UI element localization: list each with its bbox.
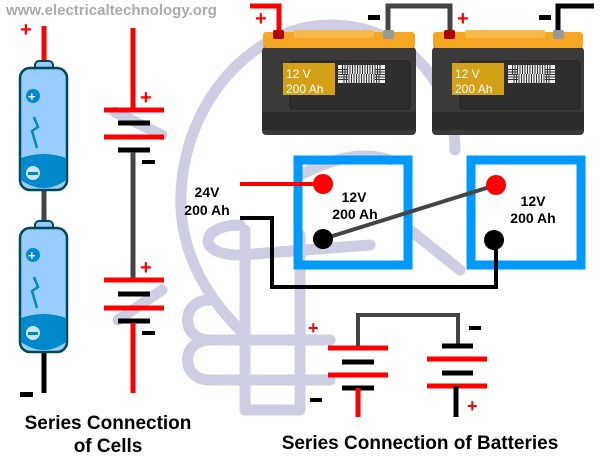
negative-terminal [313, 229, 333, 249]
battery-box-2 [466, 155, 586, 270]
symbol-minus-label [310, 398, 322, 402]
positive-terminal [313, 174, 333, 194]
box2-capacity: 200 Ah [510, 210, 555, 226]
negative-terminal [484, 230, 504, 250]
battery-symbol-icon [104, 277, 164, 324]
battery2-plus-label: + [457, 8, 469, 30]
battery-symbols: + + [308, 313, 487, 417]
battery1-minus-label [368, 15, 380, 20]
cell-symbols: + + [104, 28, 164, 393]
cell-battery-icon: + [18, 220, 69, 354]
watermark-text: www.electricaltechnology.org [5, 2, 217, 19]
symbol-minus-label [469, 326, 481, 330]
symbol-plus-label: + [140, 87, 152, 109]
battery2-voltage: 12 V [455, 67, 480, 81]
battery1-capacity: 200 Ah [286, 82, 323, 96]
battery2-minus-label [539, 15, 551, 20]
symbol-minus-label [142, 331, 155, 335]
battery2-capacity: 200 Ah [455, 82, 492, 96]
battery-symbol-icon [328, 345, 388, 391]
svg-text:+: + [28, 89, 36, 104]
cells-series: + + + [18, 19, 69, 397]
total-voltage: 24V [195, 184, 221, 200]
car-battery-icon: 12 V 200 Ah [262, 30, 416, 135]
battery1-voltage: 12 V [286, 67, 311, 81]
wiring-diagram: 24V 200 Ah 12V 200 Ah 12V 200 Ah [184, 155, 586, 289]
positive-terminal [486, 175, 506, 195]
symbol-plus-label: + [467, 396, 478, 416]
cell-minus-label [20, 392, 33, 397]
cell-battery-icon: + [18, 60, 69, 192]
batteries-caption: Series Connection of Batteries [282, 433, 559, 454]
box1-capacity: 200 Ah [332, 206, 377, 222]
car-battery-icon: 12 V 200 Ah [432, 30, 584, 135]
total-capacity: 200 Ah [184, 202, 229, 218]
cell-plus-label: + [20, 19, 32, 41]
cells-caption-line1: Series Connection [25, 413, 192, 434]
box1-voltage: 12V [342, 189, 368, 205]
symbol-plus-label: + [140, 257, 152, 279]
box2-voltage: 12V [521, 193, 547, 209]
symbol-minus-label [142, 160, 155, 164]
svg-text:+: + [28, 248, 36, 263]
symbol-plus-label: + [308, 318, 319, 338]
battery-symbol-icon [104, 107, 164, 153]
battery1-plus-label: + [255, 8, 267, 30]
battery-symbol-icon [427, 343, 487, 389]
car-batteries: + + 12 V 200 Ah [250, 3, 594, 135]
cells-caption-line2: of Cells [74, 436, 143, 456]
